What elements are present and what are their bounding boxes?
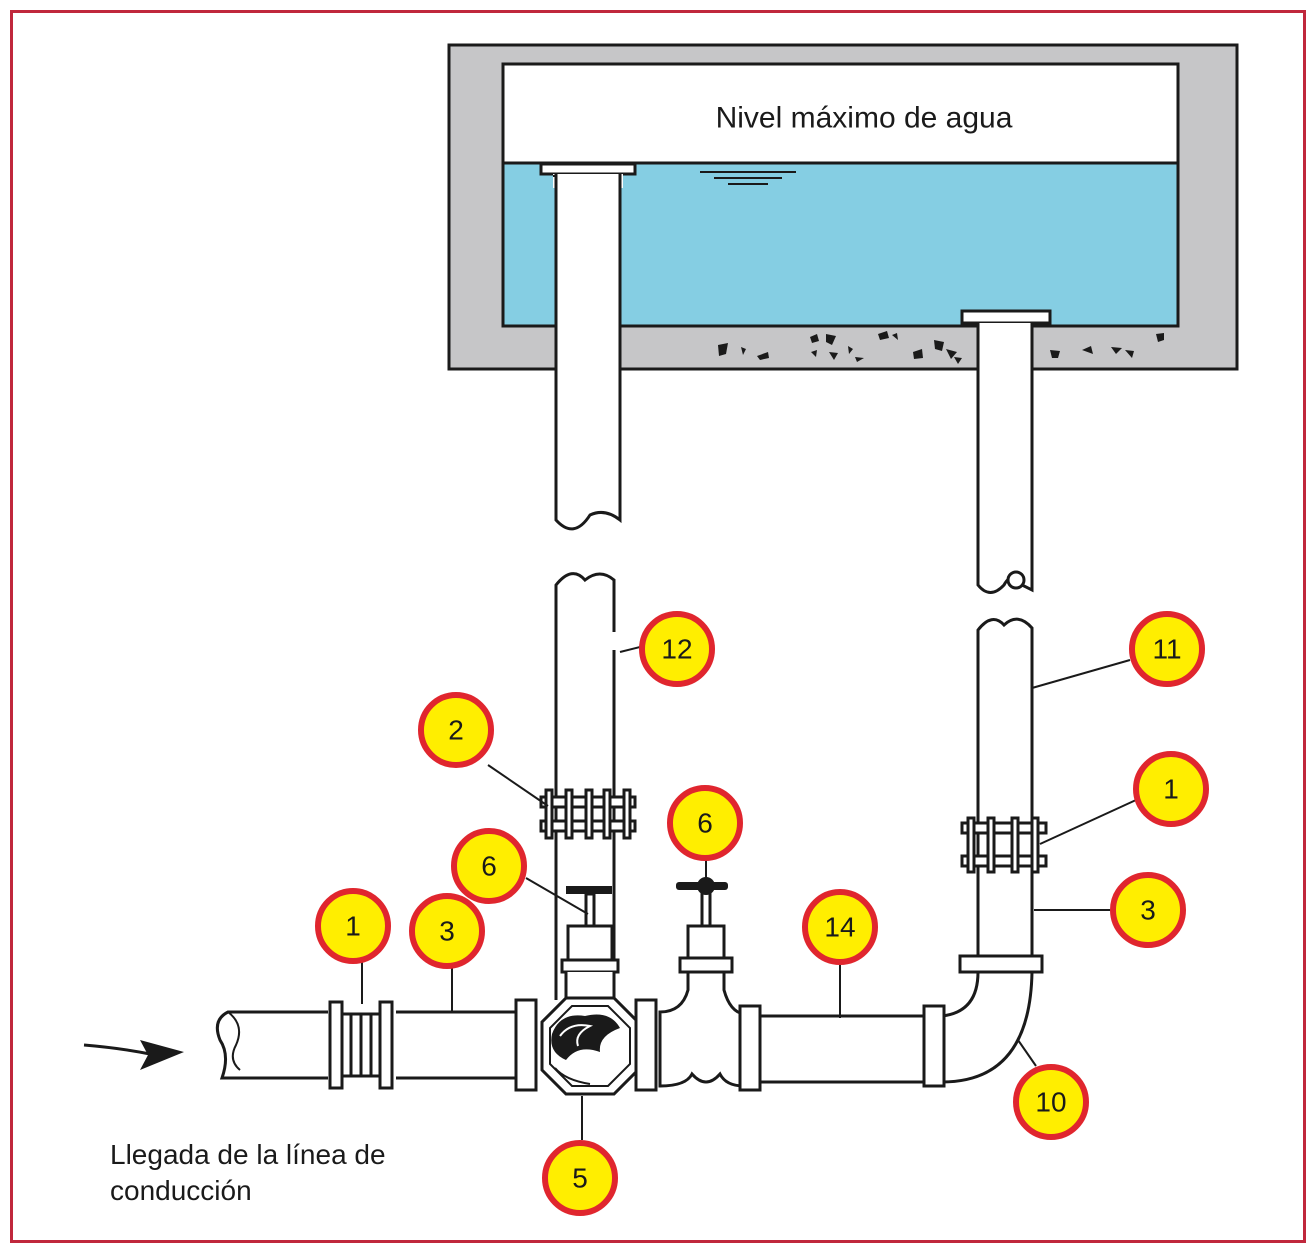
badge-1-left: 1 (315, 888, 391, 964)
badge-1-left-label: 1 (345, 911, 361, 942)
badge-5: 5 (542, 1140, 618, 1216)
elbow-90 (940, 970, 1034, 1084)
badge-12-label: 12 (661, 634, 692, 665)
tee-with-valve (658, 877, 762, 1092)
badge-10: 10 (1013, 1064, 1089, 1140)
elbow-flange (922, 1004, 946, 1088)
leader-lines (361, 645, 1137, 1140)
concrete-specks (718, 331, 1164, 364)
outlet-flange-coupling (960, 816, 1048, 874)
badge-11: 11 (1129, 611, 1205, 687)
elbow-top-flange (958, 954, 1044, 974)
badge-14: 14 (802, 889, 878, 965)
inlet-riser-pipe (539, 162, 637, 1000)
outlet-pipe (960, 309, 1052, 960)
max-level-label: Nivel máximo de agua (716, 102, 1013, 135)
badge-6-mid-label: 6 (697, 808, 713, 839)
badge-12: 12 (639, 611, 715, 687)
badge-3-right: 3 (1110, 872, 1186, 948)
badge-6-mid: 6 (667, 785, 743, 861)
badge-10-label: 10 (1035, 1087, 1066, 1118)
figure-frame (10, 10, 1306, 1243)
badge-2-label: 2 (448, 715, 464, 746)
badge-3-left: 3 (409, 893, 485, 969)
badge-5-label: 5 (572, 1163, 588, 1194)
inlet-caption-line2: conducción (110, 1175, 252, 1206)
badge-2: 2 (418, 692, 494, 768)
badge-1-right: 1 (1133, 751, 1209, 827)
badge-6-left-label: 6 (481, 851, 497, 882)
flow-arrow (83, 1040, 184, 1070)
badge-1-right-label: 1 (1163, 774, 1179, 805)
badge-14-label: 14 (824, 912, 855, 943)
check-valve (514, 996, 658, 1096)
badge-11-label: 11 (1152, 634, 1181, 665)
inlet-caption-line1: Llegada de la línea de (110, 1139, 386, 1170)
horizontal-line (215, 1010, 926, 1084)
inlet-coupling (328, 1000, 396, 1090)
gate-valve-left (560, 886, 620, 1000)
badge-3-right-label: 3 (1140, 895, 1156, 926)
water-level-symbol (700, 171, 796, 185)
max-level-band (501, 62, 1180, 165)
riser-flange-coupling (539, 788, 637, 840)
badge-6-left: 6 (451, 828, 527, 904)
badge-3-left-label: 3 (439, 916, 455, 947)
